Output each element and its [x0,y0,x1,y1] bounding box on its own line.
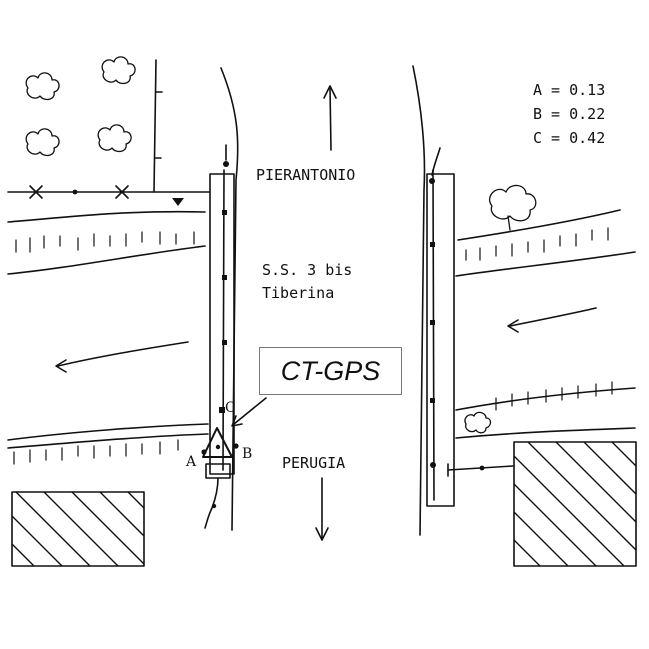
marker-c-label: C [225,400,236,416]
pipe-left [204,477,219,529]
bridge-railing-left [209,173,235,475]
label-pierantonio: PIERANTONIO [256,166,355,184]
tree-right [489,184,537,231]
plot-boundary-ticks [154,91,163,159]
station-label: CT-GPS [280,355,381,386]
label-perugia: PERUGIA [282,454,345,472]
riverbank-left-mid [7,245,206,275]
marker-a-label: A [185,454,197,470]
building-right [513,441,637,567]
bridge-railing-right [426,173,455,507]
pointer-arrow [231,397,267,427]
railing-stub-right [431,147,441,176]
legend-entry-a: A = 0.13 [533,81,605,99]
riverbank-right-top [457,209,621,241]
riverbank-right-low [455,387,636,411]
railing-centerline-left [222,169,225,471]
riverbank-left-low-hatch [13,439,179,465]
road-edge-left [220,67,239,531]
plot-boundary-vertical [153,59,157,193]
riverbank-left-low-top [7,423,209,441]
north-arrow [323,85,337,151]
riverbank-right-hatch [465,227,609,261]
label-road-name-line1: S.S. 3 bis [262,261,352,279]
label-road-name-line2: Tiberina [262,284,334,302]
right-connector [447,463,514,477]
riverbank-left-low-bottom [7,433,209,449]
road-edge-right [412,65,426,536]
river-flow-arrow-left [55,341,189,373]
legend-entry-c: C = 0.42 [533,129,605,147]
fence-post [72,189,78,195]
riverbank-left-hatch [15,231,195,253]
railing-centerline-right [432,169,435,501]
riverbank-right-low2 [455,427,636,439]
fence-marker [172,198,184,206]
riverbank-right-low-hatch [495,381,613,411]
pipe-left-node [211,503,217,509]
trees-top-left [25,56,136,157]
riverbank-left-top [7,210,206,223]
legend-entry-b: B = 0.22 [533,105,605,123]
river-flow-arrow-right [507,307,597,333]
south-arrow [315,477,329,541]
bush-right [464,411,492,434]
station-label-box: CT-GPS [259,347,402,395]
fence-x-marks [29,185,129,199]
marker-b-label: B [242,446,252,462]
riverbank-right-mid [455,251,636,277]
building-left [11,491,145,567]
